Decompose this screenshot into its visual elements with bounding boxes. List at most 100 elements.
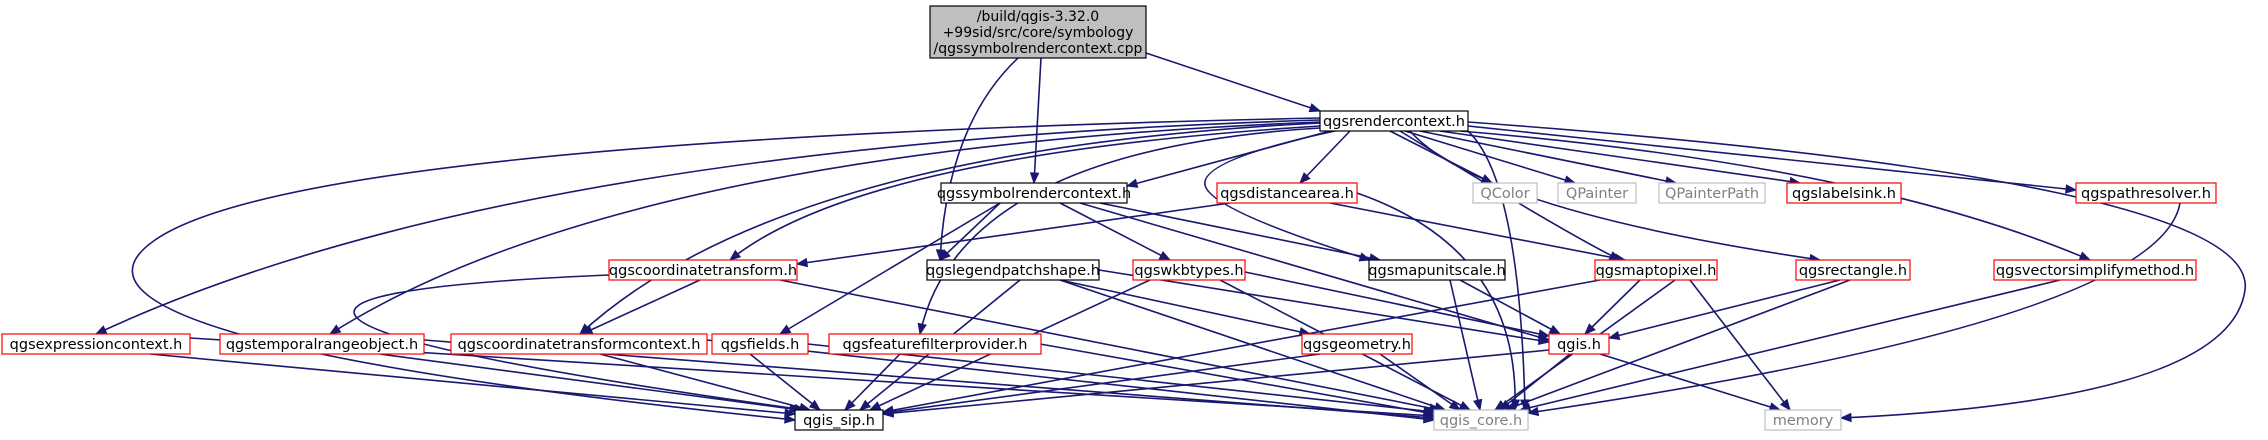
node-qgscoordinatetransformcontext[interactable]: qgscoordinatetransformcontext.h: [450, 333, 708, 355]
edge-line: [599, 353, 811, 411]
node-box: [794, 409, 884, 431]
edge-line: [1419, 130, 1677, 184]
edge-line: [729, 125, 1321, 261]
edge-arrowhead: [1423, 414, 1436, 424]
edge-arrowhead: [1779, 398, 1791, 412]
edge-line: [379, 353, 801, 411]
edge-line: [1145, 52, 1321, 112]
edge-qgsrendercontext-to-qgspathresolver: [1467, 125, 2078, 194]
node-qgslegendpatchshape[interactable]: qgslegendpatchshape.h: [926, 259, 1100, 281]
node-label: qgis.h: [1557, 337, 1601, 353]
edge-qgscoordinatetransformcontext-to-qgis_core: [706, 339, 1436, 424]
edge-line: [939, 202, 1001, 261]
edge-line: [1356, 192, 1516, 411]
edge-qgsrendercontext-to-qgsexpressioncontext: [94, 119, 1321, 335]
edge-qgssymbolrendercontext-to-qgsfields: [778, 202, 1001, 335]
node-qgslabelsink[interactable]: qgslabelsink.h: [1786, 182, 1902, 204]
node-qgsexpressioncontext[interactable]: qgsexpressioncontext.h: [1, 333, 191, 355]
edge-qgssymbolrendercontext-to-qgswkbtypes: [1059, 202, 1172, 261]
edge-arrowhead: [94, 325, 108, 335]
edge-line: [1244, 271, 1550, 337]
edge-line: [919, 127, 1321, 335]
edge-source-to-qgslegendpatchshape: [935, 57, 1019, 262]
node-label: memory: [1773, 413, 1834, 429]
node-label: qgspathresolver.h: [2081, 186, 2211, 202]
edge-arrowhead: [939, 249, 951, 261]
edge-arrowhead: [784, 414, 797, 424]
edge-qgsrendercontext-to-qgscoordinatetransformcontext: [579, 122, 1321, 335]
edge-arrowhead: [328, 324, 342, 335]
edge-line: [882, 279, 1601, 413]
edge-arrowhead: [1308, 103, 1322, 113]
node-qgsvectorsimplifymethod[interactable]: qgsvectorsimplifymethod.h: [1993, 259, 2197, 281]
node-label: qgsvectorsimplifymethod.h: [1996, 263, 2194, 279]
edge-line: [1379, 353, 1461, 411]
edge-qgswkbtypes-to-qgis: [1244, 271, 1551, 339]
edge-line: [1499, 353, 1571, 411]
edge-line: [1059, 202, 1171, 261]
edge-qgsmapunitscale-to-qgis_core: [1449, 279, 1483, 412]
edge-line: [807, 343, 1435, 413]
edge-line: [1599, 353, 1781, 411]
node-label: qgstemporalrangeobject.h: [226, 337, 418, 353]
edge-line: [1449, 279, 1481, 411]
edge-line: [1608, 279, 1841, 339]
node-qgsmaptopixel[interactable]: qgsmaptopixel.h: [1594, 259, 1718, 281]
node-qpainter: QPainter: [1557, 182, 1637, 204]
node-label: qgsgeometry.h: [1303, 337, 1411, 353]
node-qgsfeaturefilterprovider[interactable]: qgsfeaturefilterprovider.h: [828, 333, 1042, 355]
node-box: [828, 333, 1042, 355]
edge-qgssymbolrendercontext-to-qgslegendpatchshape: [939, 202, 1001, 261]
node-qgscoordinatetransform[interactable]: qgscoordinatetransform.h: [608, 259, 798, 281]
node-qpainterpath: QPainterPath: [1658, 182, 1766, 204]
edge-qgspathresolver-to-qgis_core: [1526, 202, 2181, 417]
edge-line: [939, 57, 1019, 261]
edge-source-to-qgsrendercontext: [1145, 52, 1322, 113]
edge-line: [581, 279, 701, 335]
node-qgsmapunitscale[interactable]: qgsmapunitscale.h: [1368, 259, 1506, 281]
edge-arrowhead: [1537, 329, 1551, 339]
node-qgswkbtypes[interactable]: qgswkbtypes.h: [1132, 259, 1246, 281]
edge-qgsmapunitscale-to-qgis: [1459, 279, 1562, 335]
node-qgssymbolrendercontext[interactable]: qgssymbolrendercontext.h: [937, 182, 1131, 204]
edge-line: [1467, 125, 2077, 191]
node-qgsfields[interactable]: qgsfields.h: [711, 333, 809, 355]
node-qgis[interactable]: qgis.h: [1548, 333, 1610, 355]
node-qgstemporalrangeobject[interactable]: qgstemporalrangeobject.h: [219, 333, 425, 355]
edge-arrowhead: [1299, 172, 1311, 184]
edge-line: [131, 117, 1321, 421]
header-nodes: /build/qgis-3.32.0+99sid/src/core/symbol…: [1, 5, 2217, 431]
node-qgspathresolver[interactable]: qgspathresolver.h: [2075, 182, 2217, 204]
edge-arrowhead: [881, 406, 895, 417]
edge-arrowhead: [844, 399, 856, 411]
node-box: [1216, 182, 1358, 204]
edge-line: [1329, 202, 1626, 261]
node-qgsgeometry[interactable]: qgsgeometry.h: [1301, 333, 1413, 355]
node-qgsrendercontext[interactable]: qgsrendercontext.h: [1319, 110, 1469, 132]
edge-qgsrendercontext-to-qgsvectorsimplifymethod: [1459, 130, 2092, 261]
edge-qgsfeaturefilterprovider-to-qgis_sip: [844, 353, 901, 411]
edge-line: [1059, 279, 1311, 335]
node-label: qgsfeaturefilterprovider.h: [843, 337, 1028, 353]
edge-arrowhead: [1458, 400, 1472, 411]
edge-arrowhead: [728, 249, 742, 261]
edge-arrowhead: [795, 257, 809, 268]
edge-arrowhead: [858, 399, 872, 411]
edge-line: [149, 353, 796, 415]
node-box: [1786, 182, 1902, 204]
node-qgis_core: qgis_core.h: [1433, 409, 1529, 431]
node-qgis_sip[interactable]: qgis_sip.h: [794, 409, 884, 431]
node-qgsrectangle[interactable]: qgsrectangle.h: [1795, 259, 1911, 281]
node-box: [711, 333, 809, 355]
edge-arrowhead: [1526, 406, 1540, 417]
edge-line: [779, 202, 1001, 335]
edge-line: [1098, 269, 1550, 343]
node-label: qgsrendercontext.h: [1323, 114, 1465, 130]
node-qgsdistancearea[interactable]: qgsdistancearea.h: [1216, 182, 1358, 204]
node-box: [1319, 110, 1469, 132]
node-box: [1132, 259, 1246, 281]
node-label: qgssymbolrendercontext.h: [937, 186, 1131, 202]
edge-line: [1689, 279, 1791, 411]
edge-line: [329, 121, 1321, 335]
